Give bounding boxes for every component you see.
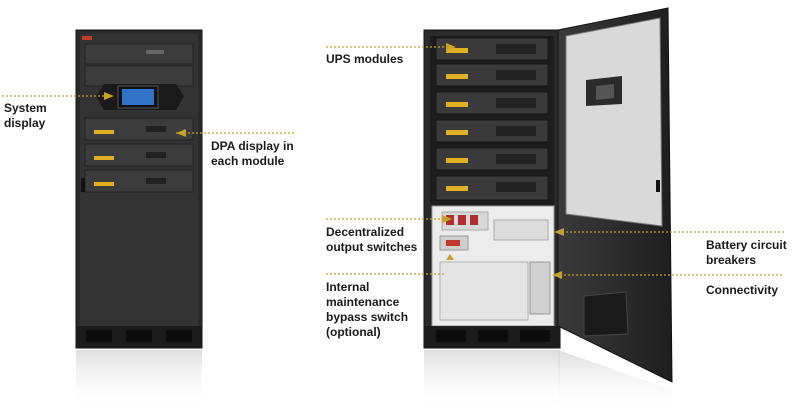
leader-arrows bbox=[104, 43, 564, 279]
open-cabinet bbox=[423, 7, 673, 414]
floor-reflection bbox=[424, 350, 560, 410]
module-row bbox=[84, 65, 194, 87]
label-output-switches: Decentralized output switches bbox=[326, 225, 418, 254]
brand-logo bbox=[82, 36, 92, 40]
arrow-icon bbox=[554, 228, 564, 236]
bypass-switch-knob bbox=[446, 240, 460, 246]
label-battery-breakers: Battery circuit breakers bbox=[706, 238, 787, 267]
arrow-icon bbox=[552, 271, 562, 279]
open-door bbox=[557, 7, 673, 414]
arrow-icon bbox=[446, 43, 456, 51]
floor-reflection bbox=[76, 350, 202, 410]
closed-cabinet bbox=[75, 29, 203, 410]
arrow-icon bbox=[442, 215, 452, 223]
ups-module-stack bbox=[435, 37, 549, 201]
arrow-icon bbox=[446, 254, 454, 260]
label-dpa-display: DPA display in each module bbox=[211, 139, 294, 168]
display-screen bbox=[122, 89, 154, 105]
label-ups-modules: UPS modules bbox=[326, 52, 404, 66]
arrow-icon bbox=[104, 92, 114, 100]
leader-lines bbox=[2, 46, 784, 276]
arrow-icon bbox=[176, 129, 186, 137]
label-system-display: System display bbox=[4, 101, 47, 130]
system-display bbox=[96, 84, 184, 110]
module-row bbox=[84, 43, 194, 65]
module-row bbox=[84, 143, 194, 167]
module-row bbox=[84, 117, 194, 141]
label-bypass-switch: Internal maintenance bypass switch (opti… bbox=[326, 280, 409, 339]
door-vent-mesh bbox=[565, 17, 663, 227]
door-handle bbox=[81, 178, 85, 192]
switch-panel bbox=[431, 205, 555, 327]
module-row bbox=[84, 169, 194, 193]
label-connectivity: Connectivity bbox=[706, 283, 779, 297]
